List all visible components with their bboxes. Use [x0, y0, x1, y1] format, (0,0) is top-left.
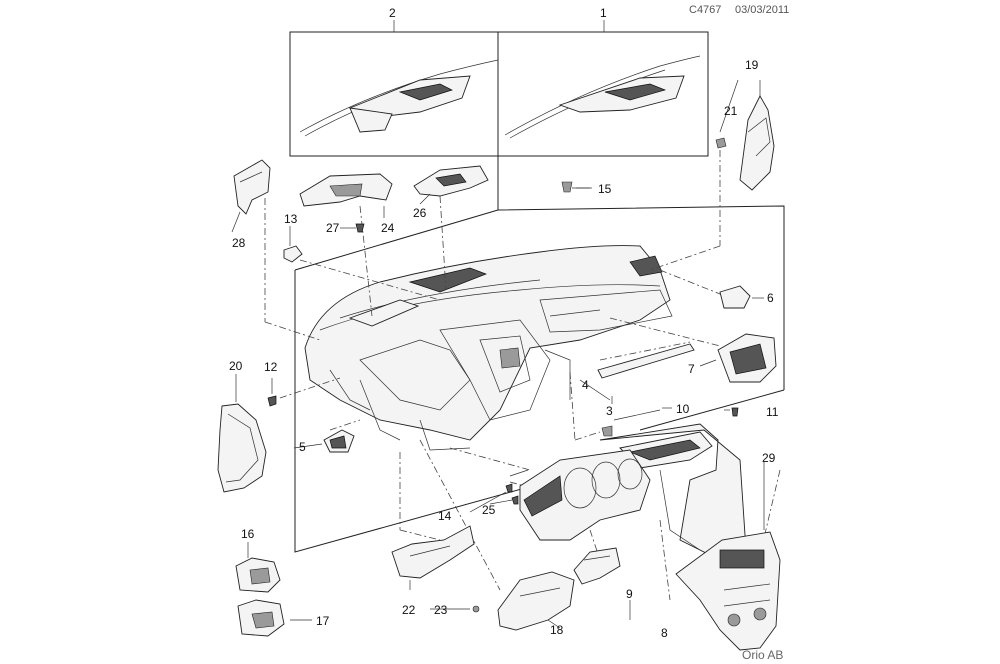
callout-25: 25: [482, 503, 496, 517]
callout-27: 27: [326, 221, 340, 235]
part-5-vent: [323, 429, 355, 453]
callout-4: 4: [582, 378, 589, 392]
callout-12: 12: [264, 360, 278, 374]
callout-19: 19: [745, 58, 759, 72]
callout-28: 28: [232, 236, 246, 250]
callout-22: 22: [402, 603, 416, 617]
diagram-ref-code: C4767: [689, 4, 722, 16]
callout-17: 17: [316, 614, 330, 628]
part-25-screw: [511, 495, 519, 505]
part-23-screw: [472, 605, 480, 613]
part-8-instrument-panel-trim: [599, 423, 747, 561]
callout-3: 3: [606, 404, 613, 418]
part-22-bracket: [391, 525, 475, 579]
part-11-screw: [731, 407, 739, 417]
part-16-cover: [235, 557, 281, 593]
part-29-climate-panel: [675, 531, 781, 651]
callout-14: 14: [438, 509, 452, 523]
callout-11: 11: [766, 405, 779, 419]
callout-29: 29: [762, 451, 776, 465]
callout-10: 10: [676, 402, 690, 416]
inset-box-variants: [289, 31, 709, 157]
part-7-vent: [717, 333, 777, 383]
callout-23: 23: [434, 603, 448, 617]
callout-5: 5: [299, 440, 306, 454]
callout-1: 1: [600, 6, 607, 20]
callout-21: 21: [724, 104, 738, 118]
callout-26: 26: [413, 206, 427, 220]
callout-8: 8: [661, 626, 668, 640]
callout-20: 20: [229, 359, 243, 373]
callout-16: 16: [241, 527, 255, 541]
part-15-fastener: [561, 181, 590, 193]
callout-2: 2: [389, 6, 396, 20]
diagram-date: 03/03/2011: [735, 4, 790, 16]
part-24-trim: [299, 173, 393, 207]
callout-7: 7: [688, 362, 695, 376]
part-6-bracket: [719, 285, 764, 309]
part-20-side-cover: [217, 374, 267, 493]
brand-watermark: Orio AB: [742, 648, 784, 662]
dashboard-body: [304, 245, 673, 451]
part-13-clip: [283, 245, 303, 263]
callout-leaders: [231, 20, 765, 629]
callout-24: 24: [381, 221, 395, 235]
part-18-lower-cover: [497, 571, 575, 631]
callout-15: 15: [598, 182, 612, 196]
part-26-vent: [413, 165, 489, 197]
main-assembly-outline: [294, 156, 785, 553]
callout-9: 9: [626, 587, 633, 601]
part-14-screw: [505, 469, 529, 493]
callout-13: 13: [284, 212, 298, 226]
part-12-screw: [267, 378, 277, 407]
part-10-clip: [601, 409, 661, 437]
callout-18: 18: [550, 623, 564, 637]
part-3-trim-strip: [579, 343, 695, 401]
part-9-gauge-cluster: [573, 547, 621, 585]
part-28-bracket: [233, 159, 271, 215]
part-17-cover: [237, 599, 285, 637]
cluster-housing: [519, 449, 651, 541]
callout-6: 6: [767, 291, 774, 305]
part-27-screw: [355, 223, 365, 233]
part-19-side-cover: [715, 79, 775, 191]
